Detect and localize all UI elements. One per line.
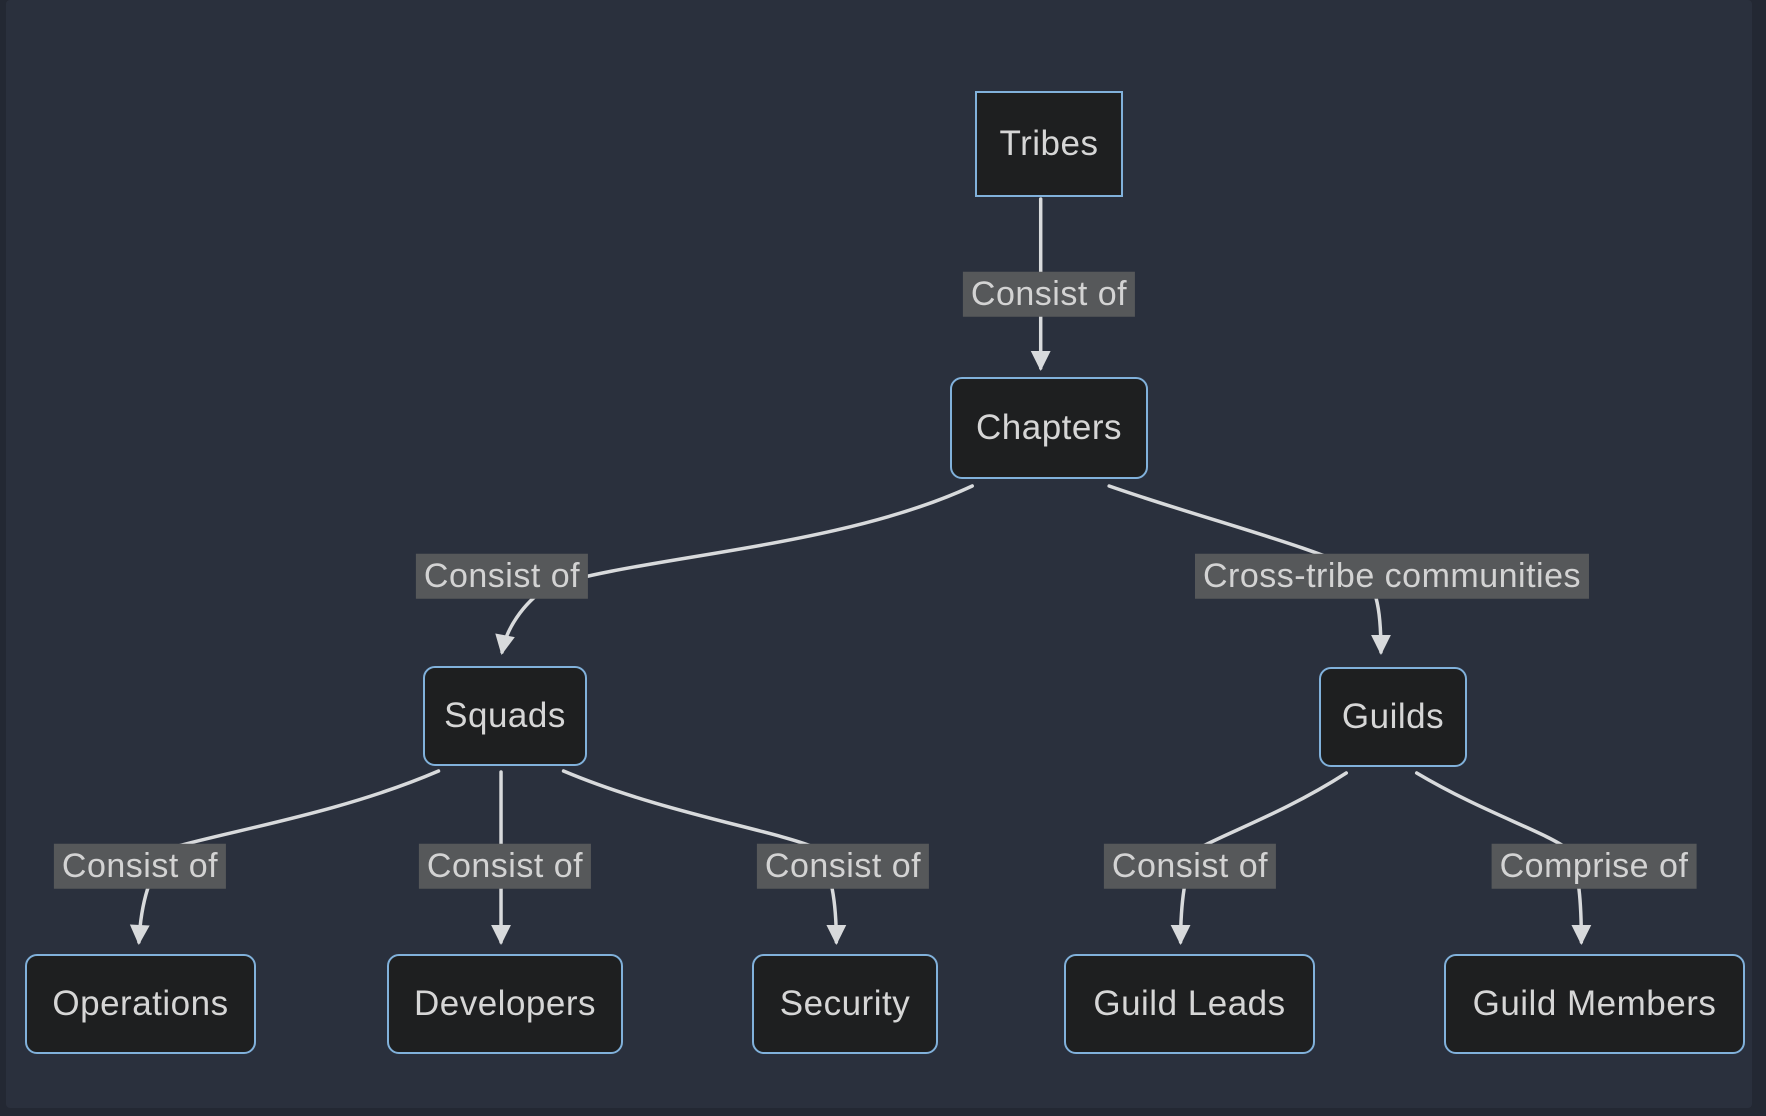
node-security: Security bbox=[752, 954, 938, 1054]
node-squads: Squads bbox=[423, 666, 587, 766]
edge-chapters-squads bbox=[495, 484, 974, 655]
node-guild-leads: Guild Leads bbox=[1064, 954, 1315, 1054]
edge-label-chapters-squads: Consist of bbox=[415, 553, 589, 599]
node-guilds: Guilds bbox=[1319, 667, 1467, 767]
edge-label-guilds-guild-members: Comprise of bbox=[1491, 843, 1697, 889]
node-guild-members: Guild Members bbox=[1444, 954, 1745, 1054]
edge-squads-operations bbox=[129, 769, 441, 945]
diagram-canvas: Tribes Chapters Squads Guilds Operations… bbox=[6, 0, 1752, 1108]
node-tribes: Tribes bbox=[975, 91, 1123, 197]
node-chapters: Chapters bbox=[950, 377, 1148, 479]
edge-label-squads-security: Consist of bbox=[756, 843, 930, 889]
edge-label-squads-developers: Consist of bbox=[418, 843, 592, 889]
node-operations: Operations bbox=[25, 954, 256, 1054]
node-developers: Developers bbox=[387, 954, 623, 1054]
edge-label-guilds-guild-leads: Consist of bbox=[1103, 843, 1277, 889]
edge-label-tribes-chapters: Consist of bbox=[962, 271, 1136, 317]
edge-squads-security bbox=[561, 769, 847, 945]
edge-label-chapters-guilds: Cross-tribe communities bbox=[1194, 553, 1590, 599]
edge-label-squads-operations: Consist of bbox=[53, 843, 227, 889]
